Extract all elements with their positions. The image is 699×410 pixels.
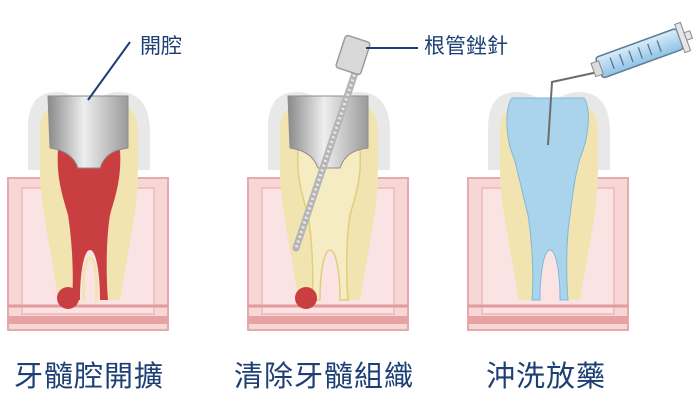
tooth-2-pulp-removal <box>247 34 409 331</box>
callout-opening-label: 開腔 <box>140 34 182 58</box>
callout-line-opening <box>87 41 131 101</box>
callout-file-label: 根管銼針 <box>424 34 508 58</box>
tooth-3-irrigation <box>467 21 694 331</box>
caption-step-3: 沖洗放藥 <box>486 359 607 393</box>
base-band <box>468 316 628 324</box>
caption-step-2: 清除牙髓組織 <box>234 359 415 393</box>
pulp <box>57 150 121 300</box>
tooth-1-pulp-opening <box>7 92 169 331</box>
caption-step-1: 牙髓腔開擴 <box>14 359 165 393</box>
base-band <box>248 316 408 324</box>
abscess <box>57 287 79 309</box>
base-band <box>8 316 168 324</box>
syringe <box>547 21 694 146</box>
metal-crown <box>47 95 129 169</box>
metal-crown <box>287 95 369 169</box>
irrigant <box>506 97 589 301</box>
endodontic-file <box>292 34 371 252</box>
abscess <box>295 287 317 309</box>
